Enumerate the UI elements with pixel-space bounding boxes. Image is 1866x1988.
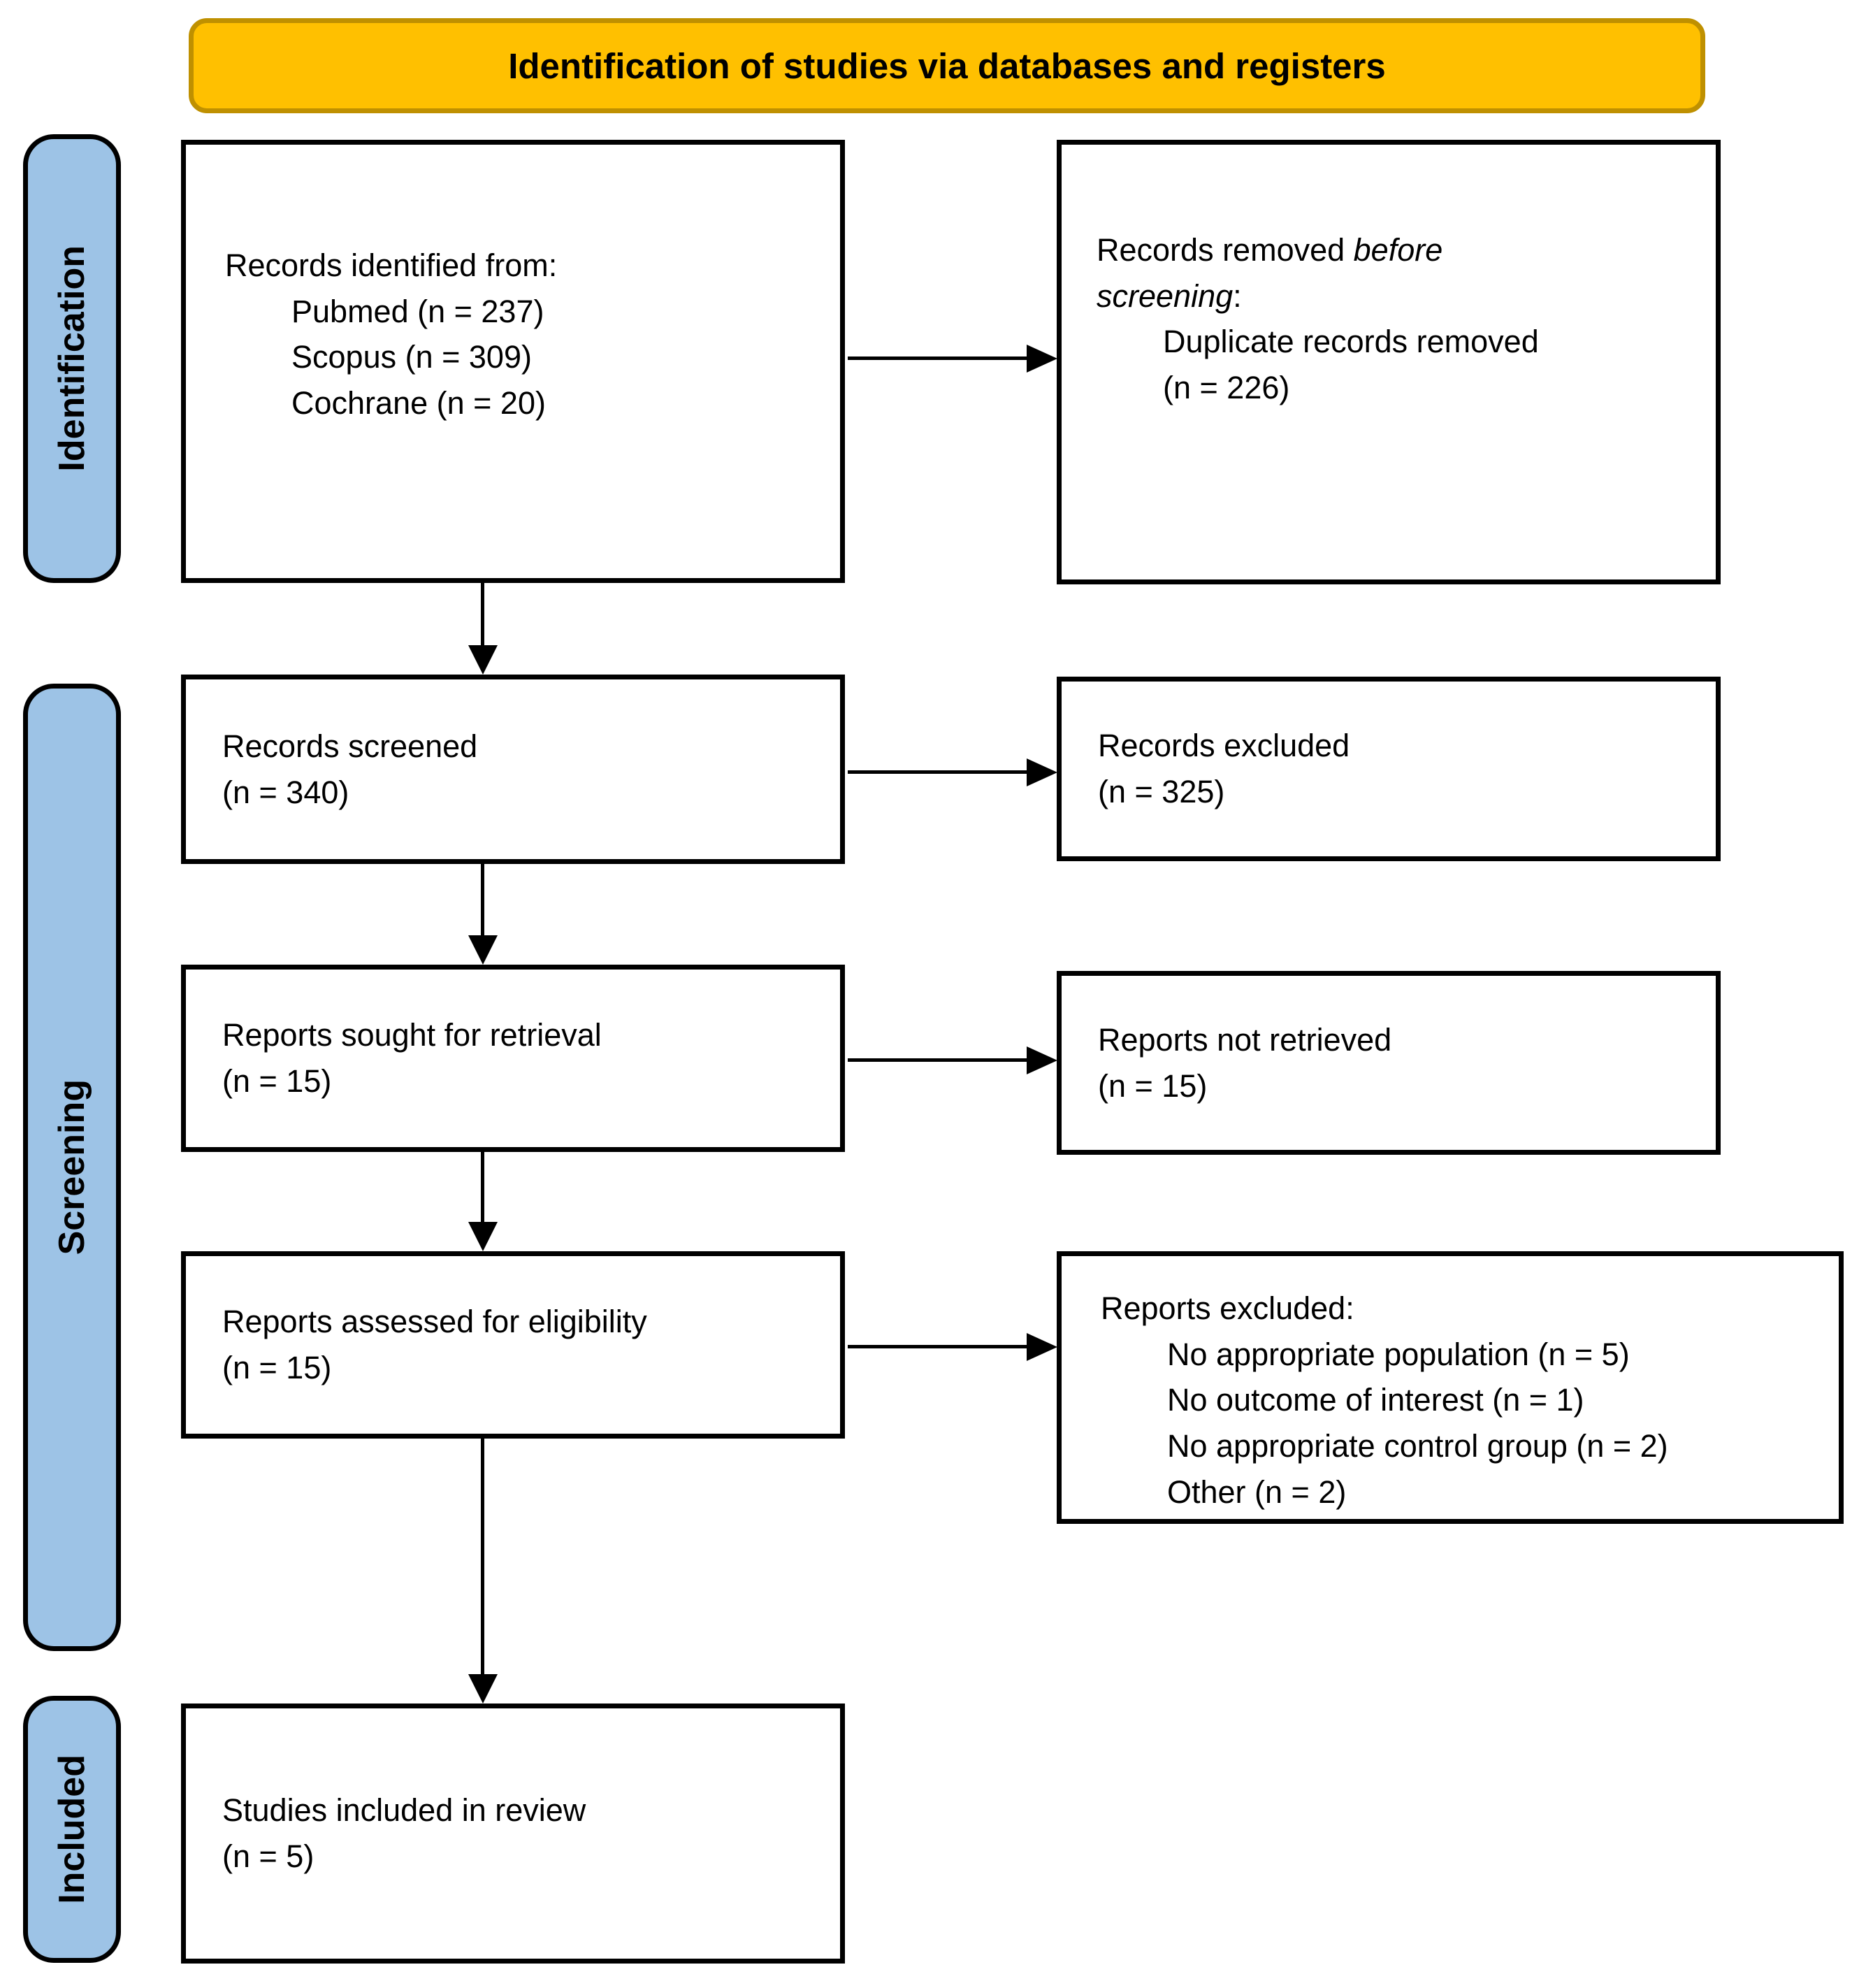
stage-label-screening: Screening: [23, 684, 121, 1651]
arrowhead-down-icon: [468, 645, 498, 675]
stage-label-identification: Identification: [23, 134, 121, 583]
records-excluded-count: (n = 325): [1098, 774, 1225, 809]
arrowhead-right-icon: [1027, 1332, 1057, 1361]
records-screened-line: Records screened: [222, 728, 478, 764]
box-records-screened: Records screened (n = 340): [181, 675, 845, 864]
reports-not-retrieved-line: Reports not retrieved: [1098, 1021, 1392, 1058]
arrowhead-down-icon: [468, 935, 498, 965]
box-reports-sought: Reports sought for retrieval (n = 15): [181, 965, 845, 1152]
records-identified-item: Scopus (n = 309): [291, 339, 532, 375]
arrow-assessed-to-studies-included: [468, 1438, 498, 1704]
box-records-excluded: Records excluded (n = 325): [1057, 677, 1721, 861]
box-reports-assessed: Reports assessed for eligibility (n = 15…: [181, 1251, 845, 1439]
arrow-sought-to-not-retrieved: [848, 1046, 1057, 1074]
studies-included-line: Studies included in review: [222, 1792, 586, 1829]
reports-excluded-title: Reports excluded:: [1101, 1290, 1354, 1326]
diagram-title: Identification of studies via databases …: [508, 45, 1386, 86]
box-records-identified: Records identified from: Pubmed (n = 237…: [181, 140, 845, 583]
reports-sought-count: (n = 15): [222, 1063, 332, 1099]
records-screened-count: (n = 340): [222, 774, 349, 810]
stage-label-screening-text: Screening: [52, 1079, 92, 1255]
arrow-assessed-to-reports-excluded: [848, 1332, 1057, 1361]
arrowhead-down-icon: [468, 1674, 498, 1704]
box-reports-not-retrieved: Reports not retrieved (n = 15): [1057, 971, 1721, 1155]
arrow-sought-to-assessed: [468, 1152, 498, 1251]
records-identified-item: Pubmed (n = 237): [291, 293, 544, 329]
reports-excluded-item: No appropriate control group (n = 2): [1167, 1428, 1668, 1464]
arrow-identified-to-removed: [848, 344, 1057, 373]
box-reports-excluded: Reports excluded: No appropriate populat…: [1057, 1251, 1844, 1524]
box-studies-included: Studies included in review (n = 5): [181, 1704, 845, 1964]
box-records-removed-before-screening: Records removed before screening: Duplic…: [1057, 140, 1721, 584]
reports-assessed-count: (n = 15): [222, 1350, 332, 1385]
stage-label-included: Included: [23, 1696, 121, 1963]
reports-assessed-line: Reports assessed for eligibility: [222, 1304, 647, 1340]
arrowhead-right-icon: [1027, 758, 1057, 786]
reports-excluded-item: No appropriate population (n = 5): [1167, 1336, 1630, 1372]
records-removed-item: Duplicate records removed (n = 226): [1163, 324, 1539, 406]
arrow-screened-to-excluded: [848, 758, 1057, 786]
reports-excluded-item: Other (n = 2): [1167, 1474, 1347, 1510]
records-identified-title: Records identified from:: [225, 247, 558, 283]
arrowhead-right-icon: [1027, 1046, 1057, 1074]
records-excluded-line: Records excluded: [1098, 728, 1350, 764]
reports-excluded-item: No outcome of interest (n = 1): [1167, 1382, 1584, 1418]
records-removed-title: Records removed before screening:: [1097, 232, 1443, 314]
diagram-title-banner: Identification of studies via databases …: [189, 18, 1705, 113]
studies-included-count: (n = 5): [222, 1838, 314, 1874]
reports-not-retrieved-count: (n = 15): [1098, 1067, 1208, 1104]
arrow-identified-to-screened: [468, 582, 498, 675]
arrowhead-down-icon: [468, 1222, 498, 1251]
arrowhead-right-icon: [1027, 344, 1057, 373]
stage-label-identification-text: Identification: [52, 245, 92, 472]
records-identified-item: Cochrane (n = 20): [291, 385, 546, 422]
stage-label-included-text: Included: [52, 1755, 92, 1904]
arrow-screened-to-sought: [468, 864, 498, 965]
reports-sought-line: Reports sought for retrieval: [222, 1017, 602, 1053]
